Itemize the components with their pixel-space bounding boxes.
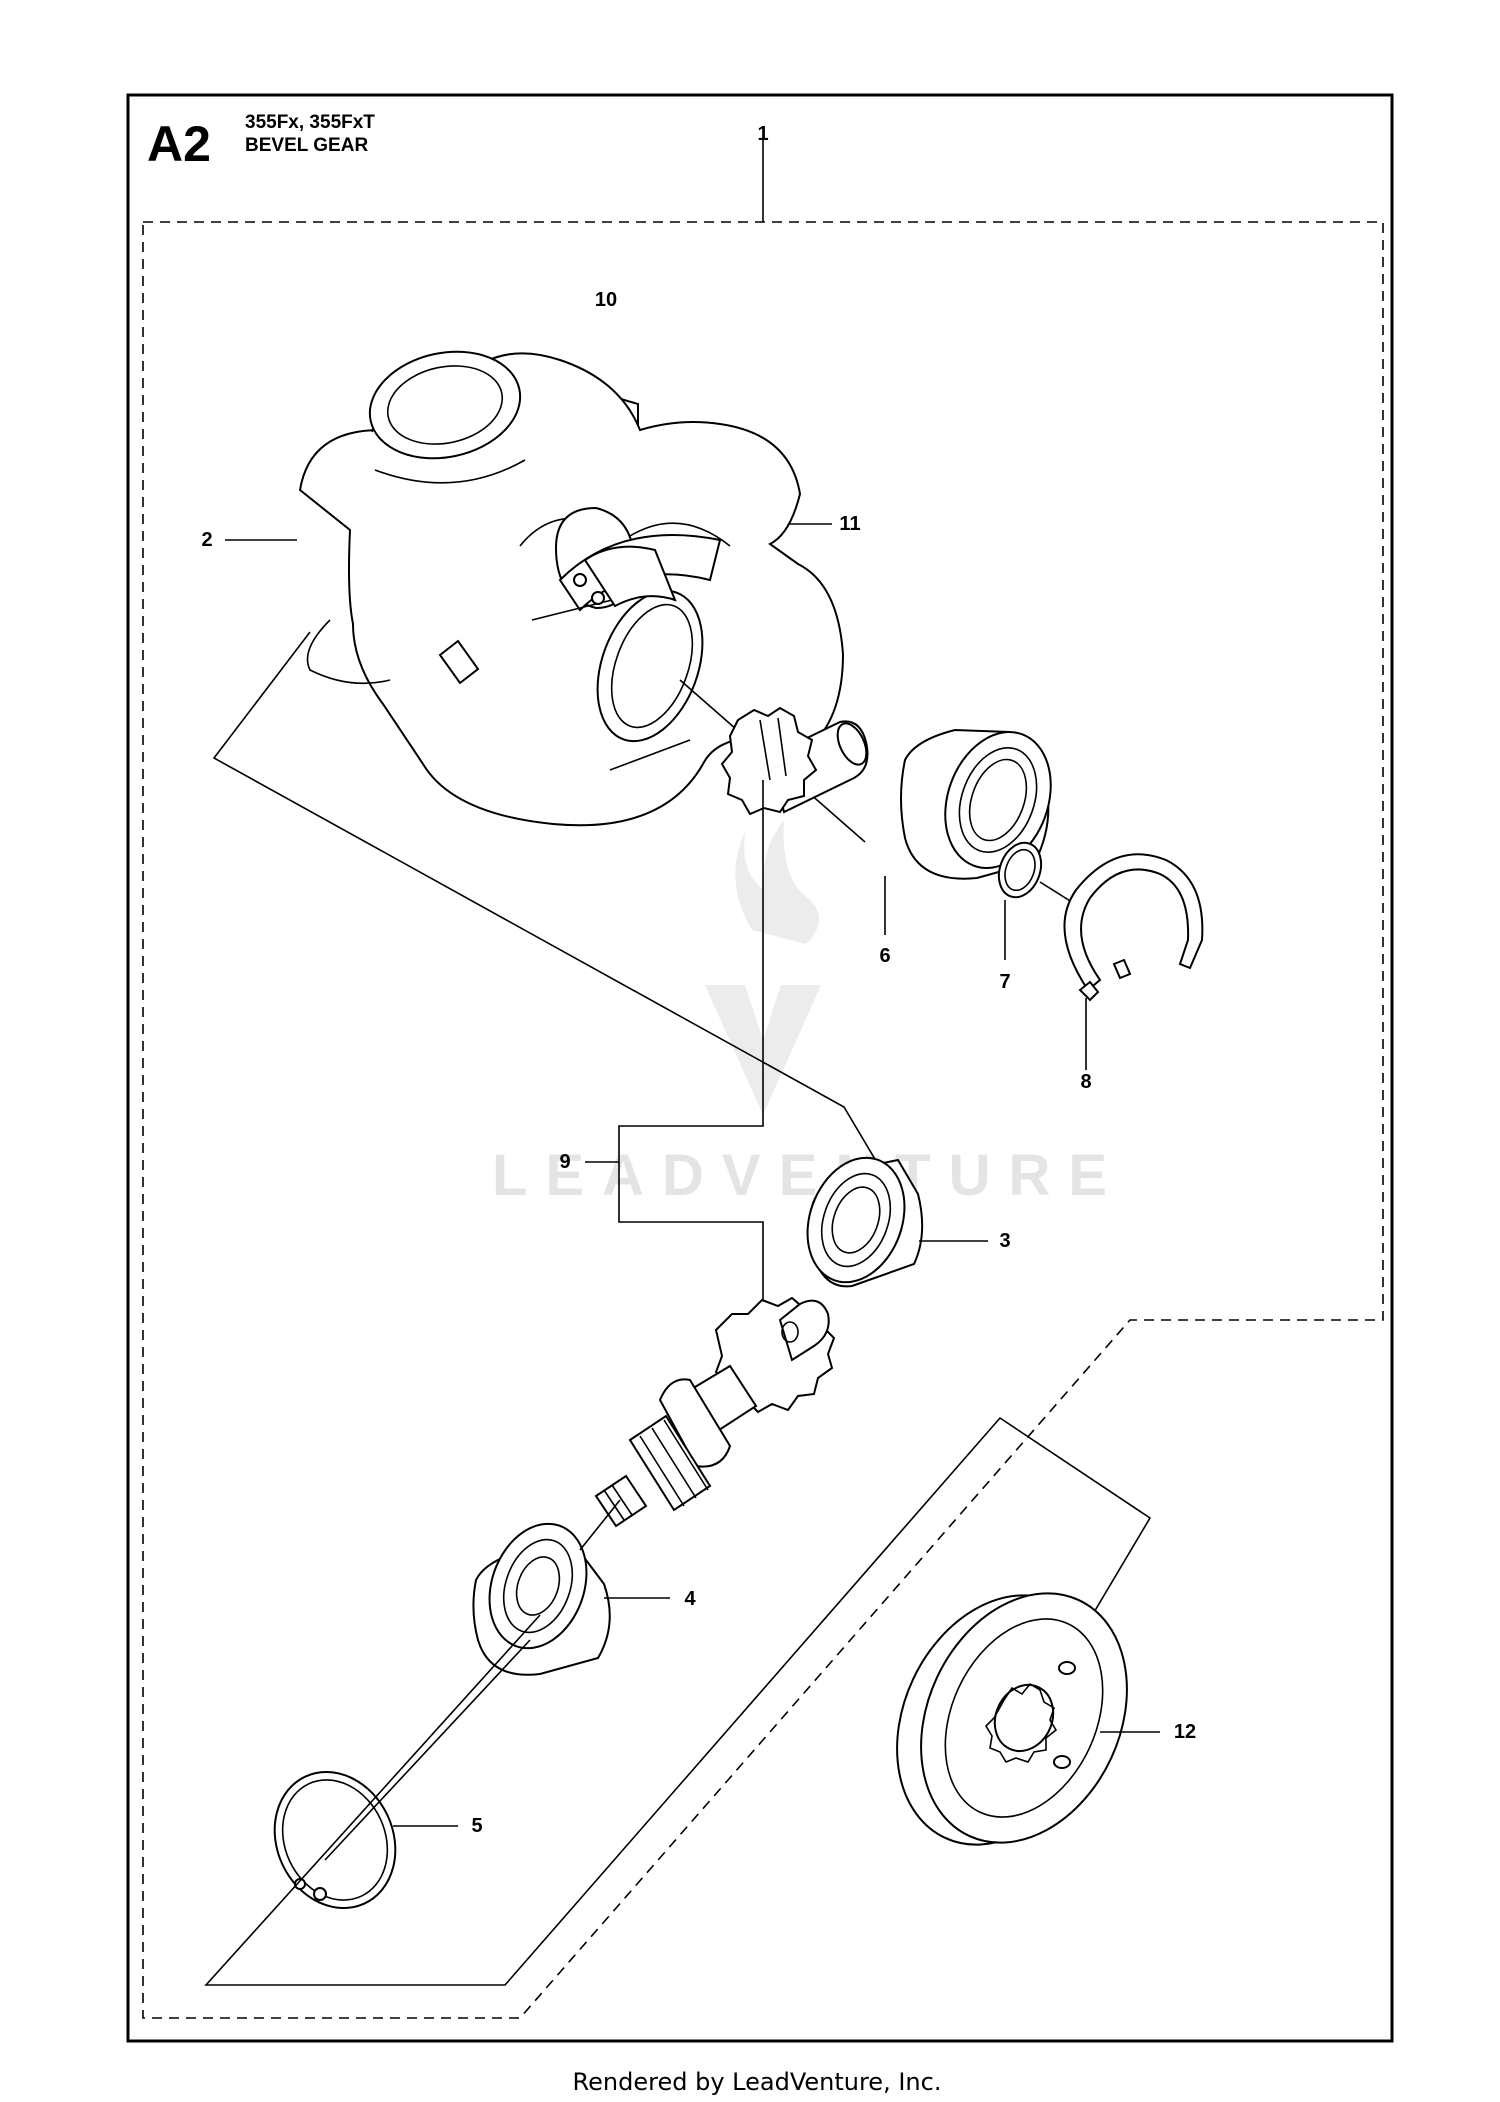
- callout-3[interactable]: 3: [999, 1230, 1010, 1252]
- part-6-bearing[interactable]: [900, 717, 1069, 883]
- part-12-flange[interactable]: [858, 1560, 1166, 1879]
- part-4-bearing[interactable]: [472, 1510, 611, 1676]
- assembly-line-lower: [204, 1416, 1152, 1986]
- bracket-9: [618, 780, 764, 1300]
- callout-8[interactable]: 8: [1080, 1071, 1091, 1093]
- part-2-gear-housing[interactable]: [298, 338, 845, 827]
- assembly-boundary: [142, 221, 1384, 2019]
- callout-2[interactable]: 2: [201, 529, 212, 551]
- assembly-axis-4: [579, 1499, 621, 1551]
- section-code: A2: [147, 116, 211, 172]
- model-list: 355Fx, 355FxT: [245, 112, 375, 133]
- callout-9[interactable]: 9: [559, 1151, 570, 1173]
- watermark-flame-icon: [735, 820, 820, 944]
- callout-1[interactable]: 1: [757, 123, 768, 145]
- part-8-large-circlip[interactable]: [1063, 853, 1204, 1002]
- part-7-small-circlip[interactable]: [992, 837, 1049, 903]
- part-3-bearing[interactable]: [791, 1144, 924, 1296]
- assembly-line-housing: [212, 631, 886, 1177]
- assembly-axis-5: [324, 1639, 531, 1861]
- callout-10[interactable]: 10: [595, 289, 617, 311]
- part-9-gear-shaft[interactable]: [594, 1296, 836, 1528]
- watermark-text: LEADVENTURE: [492, 1143, 1125, 1208]
- callout-7[interactable]: 7: [999, 971, 1010, 993]
- callout-5[interactable]: 5: [471, 1815, 482, 1837]
- diagram-title: BEVEL GEAR: [245, 135, 368, 156]
- callout-11[interactable]: 11: [839, 513, 860, 535]
- callout-12[interactable]: 12: [1174, 1721, 1196, 1743]
- footer-credit: Rendered by LeadVenture, Inc.: [573, 2068, 942, 2096]
- callout-6[interactable]: 6: [879, 945, 890, 967]
- part-9-pinion-upper[interactable]: [720, 706, 872, 816]
- diagram-frame: [126, 93, 1394, 2043]
- callout-4[interactable]: 4: [684, 1588, 696, 1610]
